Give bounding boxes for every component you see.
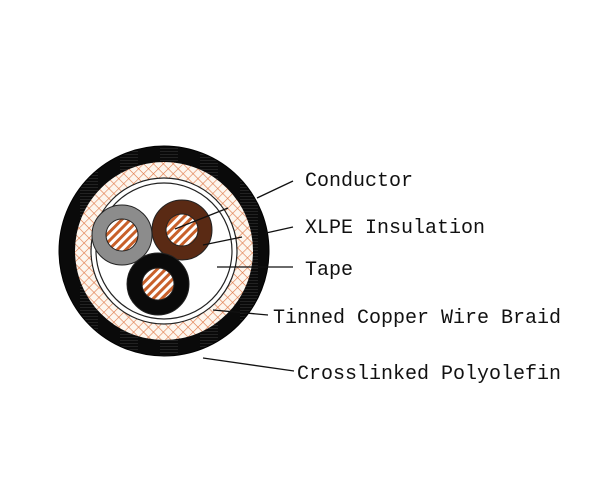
label-insulation: XLPE Insulation <box>305 217 485 240</box>
leader-line-braid <box>212 309 269 316</box>
label-conductor: Conductor <box>305 170 413 193</box>
label-tape: Tape <box>305 259 353 282</box>
core-gray <box>91 204 153 266</box>
leader-line-sheath <box>202 357 295 372</box>
core-black <box>126 252 190 316</box>
label-braid: Tinned Copper Wire Braid <box>273 307 561 330</box>
core-brown <box>151 199 213 261</box>
leader-line-insulation <box>202 226 294 246</box>
conductor-copper <box>165 213 199 247</box>
conductor-copper <box>141 267 175 301</box>
label-sheath: Crosslinked Polyolefin <box>297 363 561 386</box>
leader-line-conductor <box>174 180 294 230</box>
conductor-copper <box>105 218 139 252</box>
